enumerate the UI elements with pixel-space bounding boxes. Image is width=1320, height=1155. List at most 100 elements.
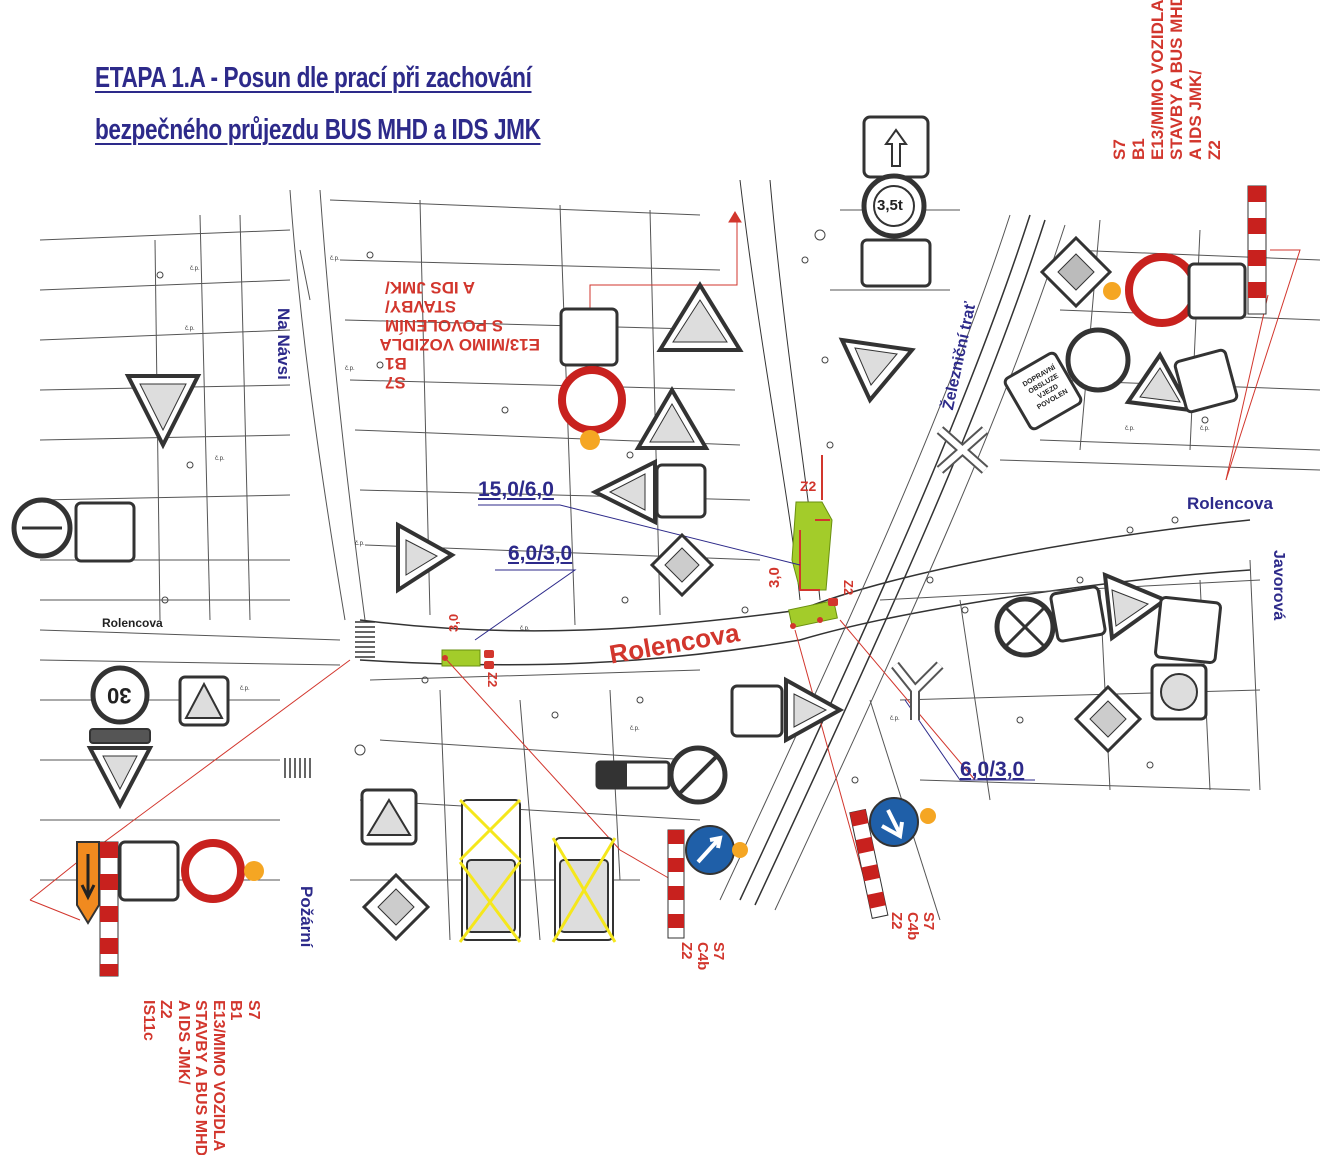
sign-list-item: STAVBY A BUS MHD: [192, 1000, 210, 1155]
sign-priority-bottom: [361, 872, 431, 942]
sign-keep-right-mid: [685, 825, 735, 875]
sign-list-item: S7: [245, 1000, 262, 1020]
dimension-leaders: [474, 504, 1035, 781]
z2-marker-mid: Z2: [841, 580, 856, 596]
svg-text:č.p.: č.p.: [185, 326, 195, 332]
dimension-6-3-right: 6,0/3,0: [960, 758, 1025, 781]
work-zones: [441, 501, 838, 667]
svg-text:č.p.: č.p.: [215, 456, 225, 462]
map-point-symbols: [156, 229, 1209, 784]
sign-double-curve-x: [936, 426, 989, 474]
sign-priority-center: [649, 532, 715, 598]
svg-text:č.p.: č.p.: [355, 541, 365, 547]
sign-list-item: Z2: [1205, 140, 1224, 160]
sign-priority-road-tr: [1039, 235, 1113, 309]
sign-blank-tr2: [1173, 348, 1239, 414]
sign-yield-center-right: [838, 337, 916, 404]
weight-limit-value: 3,5t: [877, 197, 903, 214]
sign-list-item: A IDS JMK/: [175, 1000, 192, 1085]
sign-list-item: Z2: [678, 942, 695, 960]
svg-text:č.p.: č.p.: [890, 716, 900, 722]
sign-keep-right-right: [869, 797, 919, 847]
sign-list-bottom-left: S7 B1 E13/MIMO VOZIDLA STAVBY A BUS MHD …: [140, 1000, 262, 1155]
z2-marker-low: Z2: [485, 672, 500, 688]
street-label-javorova: Javorová: [1270, 550, 1287, 621]
sign-list-item: B1: [1129, 138, 1148, 160]
sign-list-item: E13/MIMO VOZIDLA: [1148, 0, 1167, 160]
sign-weight-limit: [861, 173, 927, 239]
title-line-1: ETAPA 1.A - Posun dle prací při zachován…: [95, 62, 532, 94]
svg-text:č.p.: č.p.: [1125, 426, 1135, 432]
work-zone-top: [791, 501, 833, 591]
svg-text:č.p.: č.p.: [190, 266, 200, 272]
barrier-tr: [1247, 185, 1267, 315]
svg-text:č.p.: č.p.: [240, 686, 250, 692]
sign-merge-warning-left: [124, 374, 202, 450]
sign-tablet-center: [595, 760, 671, 790]
sign-one-way-up: [862, 115, 930, 179]
svg-text:č.p.: č.p.: [345, 366, 355, 372]
sign-tablet-left: [89, 728, 151, 744]
z2-marker-top: Z2: [800, 478, 817, 494]
top-zone-fence: [799, 455, 830, 591]
sign-bump-warning: [656, 281, 744, 352]
sign-list-item: C4b: [694, 942, 711, 971]
sign-no-entry-center: [558, 366, 626, 434]
work-zone-markers: [442, 598, 838, 669]
sign-no-cyclists-left: [11, 497, 73, 559]
street-label-rolencova-right: Rolencova: [1187, 494, 1273, 513]
sign-list-item: E13/MIMO VOZIDLA: [379, 335, 540, 354]
lamp-tr: [1103, 282, 1121, 300]
sign-traffic-obsluze: [1003, 351, 1083, 431]
sign-list-item: STAVBY A BUS MHD: [1167, 0, 1186, 160]
sign-warning-right: [1102, 571, 1170, 642]
sign-blank-center-low: [730, 684, 784, 738]
sign-list-item: B1: [227, 1000, 245, 1021]
street-label-rolencova-small: Rolencova: [102, 616, 163, 630]
sign-blank-tr: [1187, 262, 1247, 320]
sign-warning-center: [634, 386, 710, 450]
sign-list-item: Z2: [157, 1000, 175, 1019]
lamp-bottom-left: [244, 861, 264, 881]
sign-no-stopping-right: [994, 596, 1056, 658]
sign-list-center-mirrored: S7 B1 E13/MIMO VOZIDLA S POVOLENÍM STAVB…: [379, 278, 540, 392]
street-label-pozarni: Požární: [297, 886, 316, 948]
dimension-vertical-1: 3,0: [446, 613, 461, 632]
sign-list-top-right: Z2 A IDS JMK/ STAVBY A BUS MHD E13/MIMO …: [1110, 0, 1224, 160]
street-label-na-navsi: Na Návsi: [274, 308, 293, 380]
svg-text:č.p.: č.p.: [520, 626, 530, 632]
sign-pedestrian-crossing: [360, 788, 418, 846]
sign-direction-orange: [76, 841, 100, 925]
crosswalk-north: [355, 621, 375, 658]
sign-list-item: S7: [1110, 139, 1129, 160]
svg-text:č.p.: č.p.: [630, 726, 640, 732]
sign-list-item: S POVOLENÍM: [385, 316, 504, 335]
sign-blank-left: [74, 501, 136, 563]
sign-blank-center2: [655, 463, 707, 519]
svg-text:č.p.: č.p.: [330, 256, 340, 262]
sign-no-entry-bottom-left: [181, 839, 245, 903]
lamp-bottom-right: [920, 808, 936, 824]
sign-warning-tr: [1124, 351, 1194, 413]
dimension-vertical-2: 3,0: [766, 567, 783, 588]
sign-double-curve-y: [891, 661, 944, 720]
sign-end-restriction-center: [668, 745, 728, 805]
sign-warning-left-pointing: [590, 458, 657, 526]
sign-list-item: S7: [920, 912, 937, 931]
barrier-bottom-right: [849, 808, 889, 919]
sign-blank-center: [559, 307, 619, 367]
sign-list-item: S7: [710, 942, 727, 961]
sign-blank-bottom-left: [118, 840, 180, 902]
sign-parking-warning-right: [1150, 663, 1208, 721]
sign-yield-center-left: [396, 521, 456, 594]
sign-merge-small-left: [178, 675, 230, 727]
sign-list-item: B1: [385, 354, 407, 373]
sign-list-item: E13/MIMO VOZIDLA: [210, 1000, 227, 1152]
barrier-bottom-mid: [667, 829, 685, 939]
sign-priority-right: [1073, 684, 1143, 754]
speed-limit-value: 30: [107, 683, 132, 708]
sign-list-item: STAVBY/: [385, 297, 457, 316]
sign-list-item: IS11c: [140, 1000, 157, 1041]
